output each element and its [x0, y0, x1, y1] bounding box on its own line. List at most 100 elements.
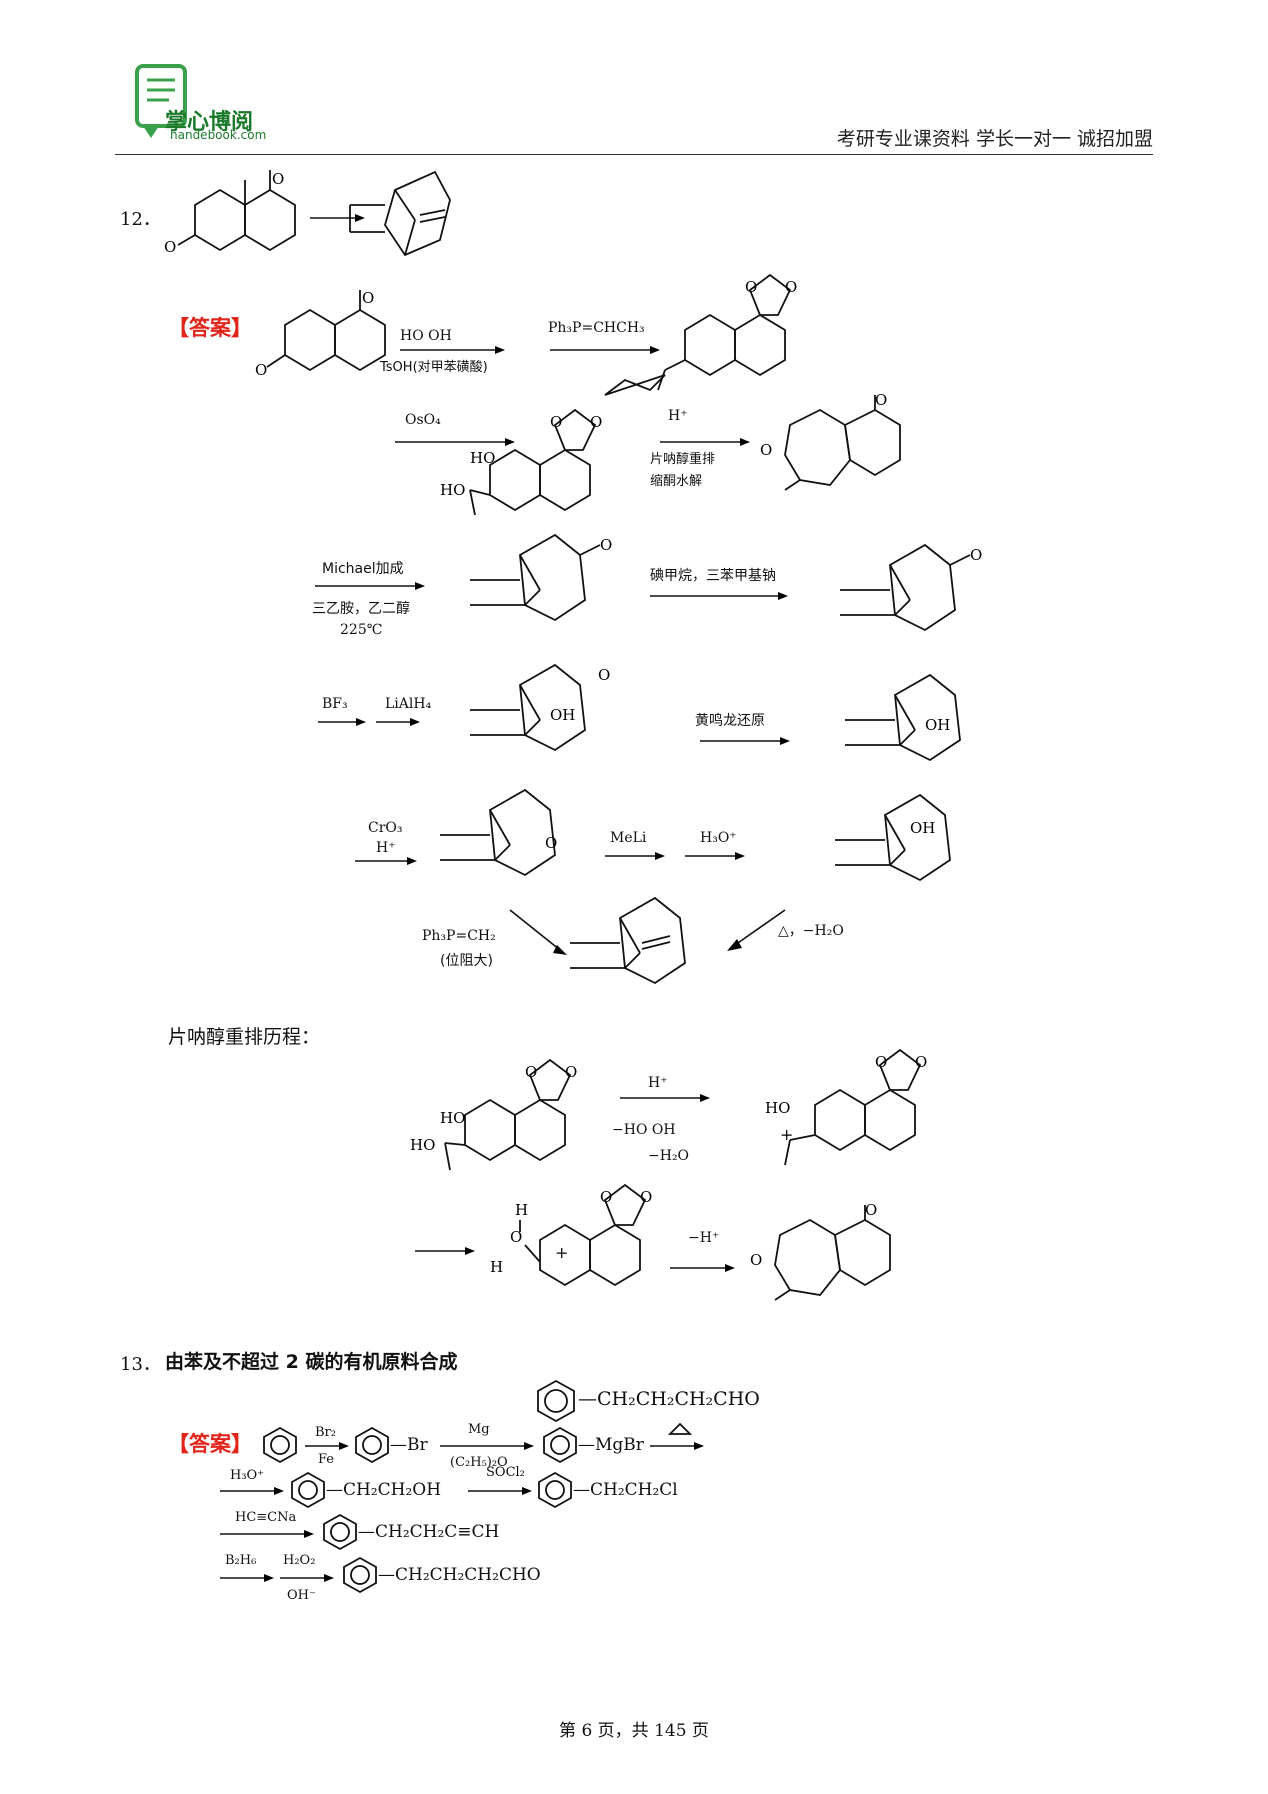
question-13-text: 由苯及不超过 2 碳的有机原料合成	[165, 1351, 458, 1373]
svg-text:O: O	[565, 1063, 577, 1081]
svg-text:O: O	[590, 413, 602, 431]
header-slogan: 考研专业课资料 学长一对一 诚招加盟	[836, 128, 1153, 150]
q12-question-scheme: O O	[164, 170, 451, 257]
benzene-icon	[263, 1426, 297, 1464]
q12-final-product	[570, 896, 686, 985]
q13-l4-r2-bottom: OH⁻	[287, 1588, 316, 1603]
q13-l1-r1-top: Br₂	[315, 1425, 336, 1440]
logo-icon	[135, 64, 187, 138]
q12-reagent-7a: BF₃	[322, 696, 348, 712]
q12-reagent-10: MeLi	[610, 830, 647, 846]
q12-arrow-10-11	[605, 852, 745, 860]
svg-text:OH: OH	[910, 819, 935, 837]
svg-text:+: +	[780, 1125, 793, 1144]
logo	[133, 62, 193, 140]
q13-l2-p1: —CH₂CH₂OH	[326, 1480, 442, 1500]
mech-arrow-2	[415, 1247, 475, 1255]
benzene-icon	[355, 1426, 389, 1464]
q13-arrow	[220, 1574, 334, 1582]
logo-text: 掌心博阅	[165, 110, 254, 135]
svg-text:O: O	[598, 666, 610, 684]
q12-arrow-5	[315, 582, 425, 590]
q13-l4-r1: B₂H₆	[225, 1553, 257, 1568]
svg-text:O: O	[272, 170, 284, 188]
benzene-icon	[538, 1471, 572, 1509]
q12-row1-scheme: O O	[255, 289, 666, 396]
q12-arrow-7	[318, 718, 420, 726]
svg-text:O: O	[750, 1251, 762, 1269]
q13-arrow	[440, 1442, 534, 1450]
q12-reagent-5-top: Michael加成	[322, 561, 404, 577]
q12-cage-alcohol: OH	[845, 673, 961, 762]
q13-l4-r2-top: H₂O₂	[283, 1553, 316, 1568]
q13-l1-r2-bottom: (C₂H₅)₂O	[450, 1455, 508, 1470]
q12-arrow-6	[650, 592, 788, 600]
q12-tertiary-alcohol: OH	[835, 793, 951, 882]
q12-reagent-2: Ph₃P=CHCH₃	[548, 320, 645, 336]
benzene-icon	[543, 1426, 577, 1464]
svg-text:O: O	[915, 1053, 927, 1071]
q12-reagent-13: △，−H₂O	[778, 923, 844, 939]
svg-text:O: O	[640, 1188, 652, 1206]
q13-arrow	[220, 1487, 284, 1495]
mech-reagent-2: −H⁺	[688, 1230, 720, 1246]
q12-reagent-4-top: H⁺	[668, 408, 688, 424]
mech-cation-1: O O HO +	[765, 1048, 927, 1166]
mech-arrow-3	[670, 1264, 735, 1272]
q12-reagent-1-bottom: TsOH(对甲苯磺酸)	[380, 360, 488, 375]
svg-text:O: O	[164, 238, 176, 256]
svg-text:O: O	[785, 278, 797, 296]
q13-arrow	[468, 1487, 532, 1495]
benzene-icon	[537, 1379, 575, 1423]
q12-reagent-9-top: CrO₃	[368, 820, 403, 836]
svg-text:HO: HO	[765, 1099, 790, 1117]
svg-text:O: O	[875, 1053, 887, 1071]
svg-text:O: O	[545, 834, 557, 852]
logo-url: handebook.com	[170, 128, 267, 142]
svg-text:HO: HO	[440, 1109, 465, 1127]
q13-l1-r1-bottom: Fe	[318, 1452, 335, 1467]
q12-converging-arrows	[509, 909, 786, 955]
mechanism-title: 片呐醇重排历程：	[168, 1026, 321, 1048]
q12-arrow-9	[355, 857, 417, 865]
q12-reagent-1-top: HO OH	[400, 328, 452, 344]
q12-reagent-4-bottom: 缩酮水解	[650, 474, 703, 489]
question-13-number: 13．	[120, 1354, 161, 1375]
q12-reagent-9-bottom: H⁺	[376, 840, 396, 856]
svg-text:O: O	[362, 289, 374, 307]
svg-text:HO: HO	[440, 481, 465, 499]
q13-l2-r-top: H₃O⁺	[230, 1468, 265, 1483]
q12-arrow-8	[700, 737, 790, 745]
svg-text:O: O	[600, 1188, 612, 1206]
svg-text:HO: HO	[470, 449, 495, 467]
q12-reagent-6: 碘甲烷，三苯甲基钠	[650, 568, 776, 584]
benzene-icon	[343, 1556, 377, 1594]
q12-reagent-12: Ph₃P=CH₂	[422, 928, 496, 944]
q13-l2-p2: —CH₂CH₂Cl	[573, 1480, 678, 1500]
q12-reagent-4-mid: 片呐醇重排	[650, 452, 716, 467]
mech-reagent-1-mid: −HO OH	[612, 1122, 676, 1138]
svg-text:O: O	[600, 536, 612, 554]
q12-answer-tag: 【答案】	[168, 316, 252, 340]
q13-target: —CH₂CH₂CH₂CHO	[578, 1388, 760, 1410]
epoxide-icon	[650, 1422, 704, 1450]
q13-arrow	[220, 1530, 314, 1538]
q12-row2-arrows	[395, 438, 750, 446]
q12-cage-ketone-3: O	[440, 788, 557, 877]
header-divider	[115, 154, 1153, 155]
q12-reagent-11: H₃O⁺	[700, 830, 737, 846]
svg-text:+: +	[555, 1243, 568, 1262]
q13-l3-r-top: HC≡CNa	[235, 1510, 297, 1525]
svg-text:OH: OH	[925, 716, 950, 734]
q13-l2-r2-top: SOCl₂	[486, 1465, 525, 1480]
mech-reagent-1-top: H⁺	[648, 1075, 668, 1091]
question-12-number: 12．	[120, 209, 161, 230]
svg-text:O: O	[875, 391, 887, 409]
q13-l3-p: —CH₂CH₂C≡CH	[358, 1522, 500, 1542]
svg-text:O: O	[550, 413, 562, 431]
svg-text:H: H	[515, 1201, 528, 1219]
benzene-icon	[291, 1471, 325, 1509]
svg-text:HO: HO	[410, 1136, 435, 1154]
svg-text:OH: OH	[550, 706, 575, 724]
